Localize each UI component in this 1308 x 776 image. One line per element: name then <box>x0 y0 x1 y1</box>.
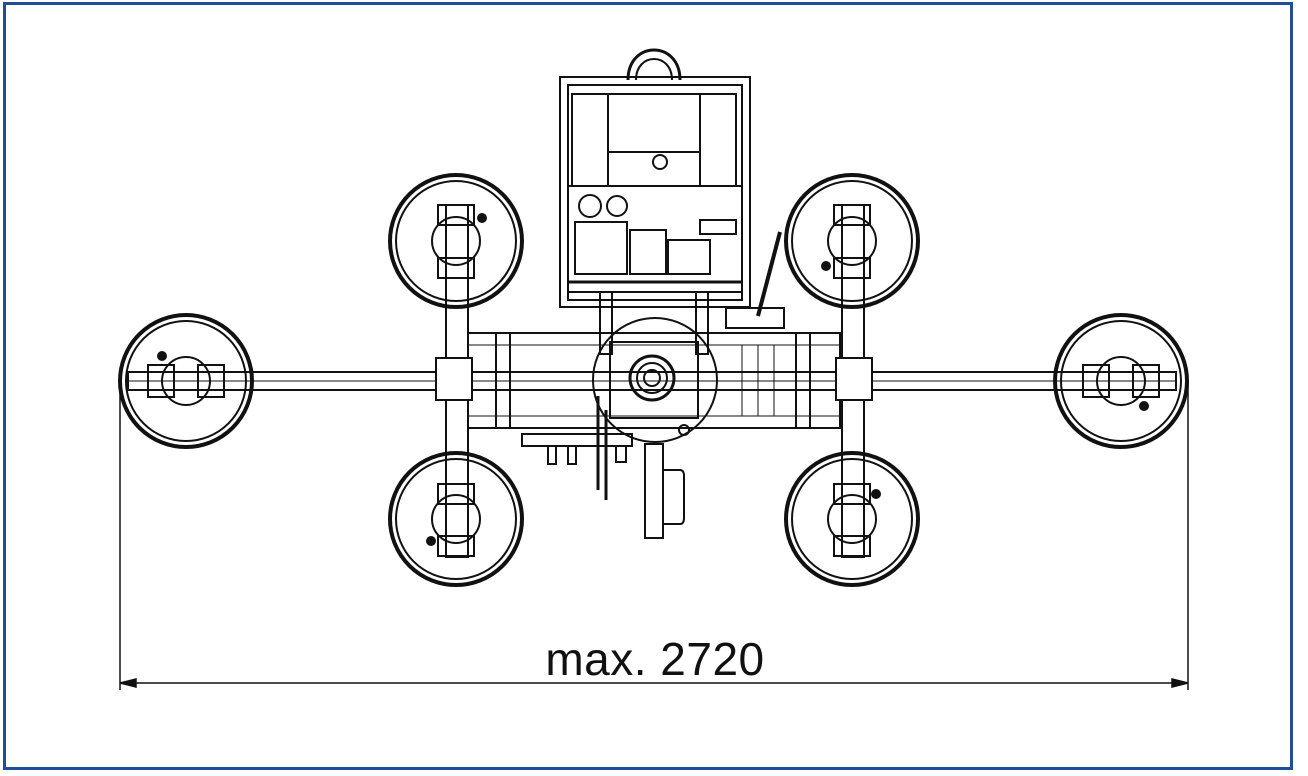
dimension-label: max. 2720 <box>545 633 765 685</box>
suction-pad-top-right <box>784 173 920 309</box>
control-box <box>559 48 785 355</box>
cross-arm-right <box>835 204 873 558</box>
central-beam <box>467 332 841 429</box>
suction-pad-right <box>1053 313 1189 449</box>
lower-handle <box>644 443 685 539</box>
pad-knobs <box>157 213 1149 546</box>
suction-pad-top-left <box>388 173 524 309</box>
dimension-line <box>119 381 1189 690</box>
main-beam <box>127 371 1177 391</box>
suction-pad-bottom-left <box>388 451 524 587</box>
suction-pad-bottom-right <box>784 451 920 587</box>
rotary-unit <box>592 317 718 443</box>
valve-assembly <box>521 396 633 500</box>
